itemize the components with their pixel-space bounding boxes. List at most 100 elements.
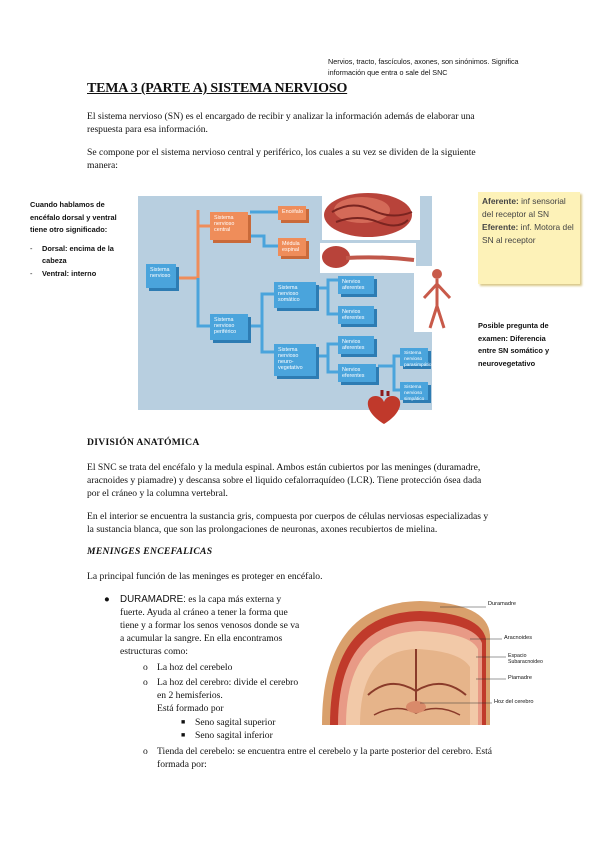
side-note-right: Posible pregunta de examen: Diferencia e… xyxy=(478,320,578,370)
label: simpático xyxy=(404,397,425,402)
text-line: Cuando hablamos de xyxy=(30,200,105,209)
seno-inferior-item: ■ Seno sagital inferior xyxy=(181,729,273,742)
text-line: La hoz del cerebro: divide el cerebro xyxy=(157,677,299,688)
label: aferentes xyxy=(342,345,365,351)
encefalo-box: Encéfalo xyxy=(278,206,306,220)
top-note-line: Nervios, tracto, fascículos, axones, son… xyxy=(328,57,519,66)
text-line: aracnoides y piamadre) y descansa sobre … xyxy=(87,475,482,486)
label-duramadre: Duramadre xyxy=(488,601,516,607)
label: Sistema xyxy=(214,215,234,221)
nervios-eferentes-box: Nervios eferentes xyxy=(338,306,374,324)
duramadre-item: ● DURAMADRE: es la capa más externa y fu… xyxy=(104,593,320,658)
label: aferentes xyxy=(342,285,365,291)
text-line: examen: Diferencia xyxy=(478,333,546,343)
dash-icon: - xyxy=(30,243,33,253)
section-heading-division: DIVISIÓN ANATÓMICA xyxy=(87,437,200,448)
label: Sistema xyxy=(150,267,170,273)
tienda-item: o Tienda del cerebelo: se encuentra entr… xyxy=(143,745,537,771)
heart-illustration xyxy=(367,390,401,424)
medula-box: Médula espinal xyxy=(278,238,306,256)
brain-photo xyxy=(322,190,420,240)
text-line: respuesta para esa información. xyxy=(87,124,208,135)
sistema-nervioso-box: Sistema nervioso xyxy=(146,264,176,288)
text-line: El sistema nervioso (SN) es el encargado… xyxy=(87,111,475,122)
division-paragraph-2: En el interior se encuentra la sustancia… xyxy=(87,510,527,536)
label: eferentes xyxy=(342,373,365,379)
text-line: manera: xyxy=(87,160,118,171)
aferente-text: inf sensorial del receptor al SN xyxy=(482,196,566,219)
text-line: Dorsal: encima de la xyxy=(42,243,114,253)
label: parasimpático xyxy=(404,363,434,368)
label: Sistema xyxy=(214,317,234,323)
text-line: Ventral: interno xyxy=(42,268,97,278)
vegetativo-box: Sistema nervioso neuro- vegetativo xyxy=(274,344,316,376)
label: Nervios xyxy=(342,279,361,285)
text-line: tiene otro significado: xyxy=(30,225,108,234)
eferente-label: Eferente: xyxy=(482,222,519,232)
label: Sistema xyxy=(278,347,298,353)
nervios-eferentes-2-box: Nervios eferentes xyxy=(338,364,376,382)
square-bullet-icon: ■ xyxy=(181,731,186,739)
brain-section-drawing xyxy=(322,601,490,725)
label: neuro- xyxy=(278,359,294,365)
sticky-note: Aferente: inf sensorial del receptor al … xyxy=(478,192,580,284)
label: nervioso xyxy=(278,291,299,297)
eferente-text: inf. Motora del SN al receptor xyxy=(482,222,574,245)
label-aracnoides: Aracnoides xyxy=(504,635,532,641)
body-nerves-illustration xyxy=(414,266,460,332)
meninges-paragraph: La principal función de las meninges es … xyxy=(87,571,323,582)
label-espacio-subaracnoideo: Espacio Subaracnoideo xyxy=(508,653,543,665)
snc-box: Sistema nervioso central xyxy=(210,212,248,240)
label: nervioso xyxy=(214,323,235,329)
label: Nervios xyxy=(342,339,361,345)
meninges-illustration: Duramadre Aracnoides Espacio Subaracnoid… xyxy=(320,595,560,727)
text-line: neurovegetativo xyxy=(478,358,536,368)
circle-bullet-icon: o xyxy=(143,677,148,688)
label-piamadre: Piamadre xyxy=(508,675,532,681)
text-line: por el cráneo y la columna vertebral. xyxy=(87,488,228,499)
text-line: la sustancia blanca, que son las prolong… xyxy=(87,524,438,535)
hoz-cerebelo-item: o La hoz del cerebelo xyxy=(143,661,317,674)
text-line: Seno sagital superior xyxy=(195,717,276,728)
label: Médula xyxy=(282,241,300,247)
top-note-line: información que entra o sale del SNC xyxy=(328,68,448,77)
text-line: Se compone por el sistema nervioso centr… xyxy=(87,147,476,158)
nervios-aferentes-box: Nervios aferentes xyxy=(338,276,374,294)
circle-bullet-icon: o xyxy=(143,746,148,757)
text-line: entre SN somático y xyxy=(478,346,550,355)
label: Nervios xyxy=(342,309,361,315)
label: espinal xyxy=(282,247,300,253)
dash-icon: - xyxy=(30,268,33,278)
somatico-box: Sistema nervioso somático xyxy=(274,282,316,308)
label: Encéfalo xyxy=(282,209,303,215)
label: periférico xyxy=(214,329,237,335)
text-line: fuerte. Ayuda al cráneo a tener la forma… xyxy=(120,607,288,618)
page-title: TEMA 3 (PARTE A) SISTEMA NERVIOSO xyxy=(87,81,348,96)
label: Nervios xyxy=(342,367,361,373)
top-note: Nervios, tracto, fascículos, axones, son… xyxy=(328,56,568,78)
label: central xyxy=(214,227,231,233)
list-item: - Dorsal: encima de la cabeza xyxy=(30,243,130,268)
section-heading-meninges: MENINGES ENCEFALICAS xyxy=(87,546,213,557)
label: nervioso xyxy=(278,353,299,359)
duramadre-label: DURAMADRE: xyxy=(120,594,186,605)
text-line: La hoz del cerebelo xyxy=(157,662,233,673)
text-line: cabeza xyxy=(42,256,67,265)
side-note-left: Cuando hablamos de encéfalo dorsal y ven… xyxy=(30,199,130,280)
nervios-aferentes-2-box: Nervios aferentes xyxy=(338,336,374,354)
label: Sistema nervioso xyxy=(404,351,423,362)
circle-bullet-icon: o xyxy=(143,662,148,673)
aferente-label: Aferente: xyxy=(482,196,519,206)
diagram-connectors xyxy=(174,210,400,392)
text-line: tiene y a formar los senos venosos donde… xyxy=(120,620,300,631)
label: vegetativo xyxy=(278,365,303,371)
text-line: es la capa más externa y xyxy=(185,594,282,605)
label: Sistema xyxy=(278,285,298,291)
division-paragraph-1: El SNC se trata del encéfalo y la medula… xyxy=(87,461,527,500)
label-hoz-del-cerebro: Hoz del cerebro xyxy=(494,699,534,705)
label: somático xyxy=(278,297,300,303)
hoz-cerebro-item: o La hoz del cerebro: divide el cerebro … xyxy=(143,676,317,715)
label: nervioso xyxy=(214,221,235,227)
intro-paragraph-2: Se compone por el sistema nervioso centr… xyxy=(87,146,517,172)
text-line: estructuras como: xyxy=(120,646,188,657)
